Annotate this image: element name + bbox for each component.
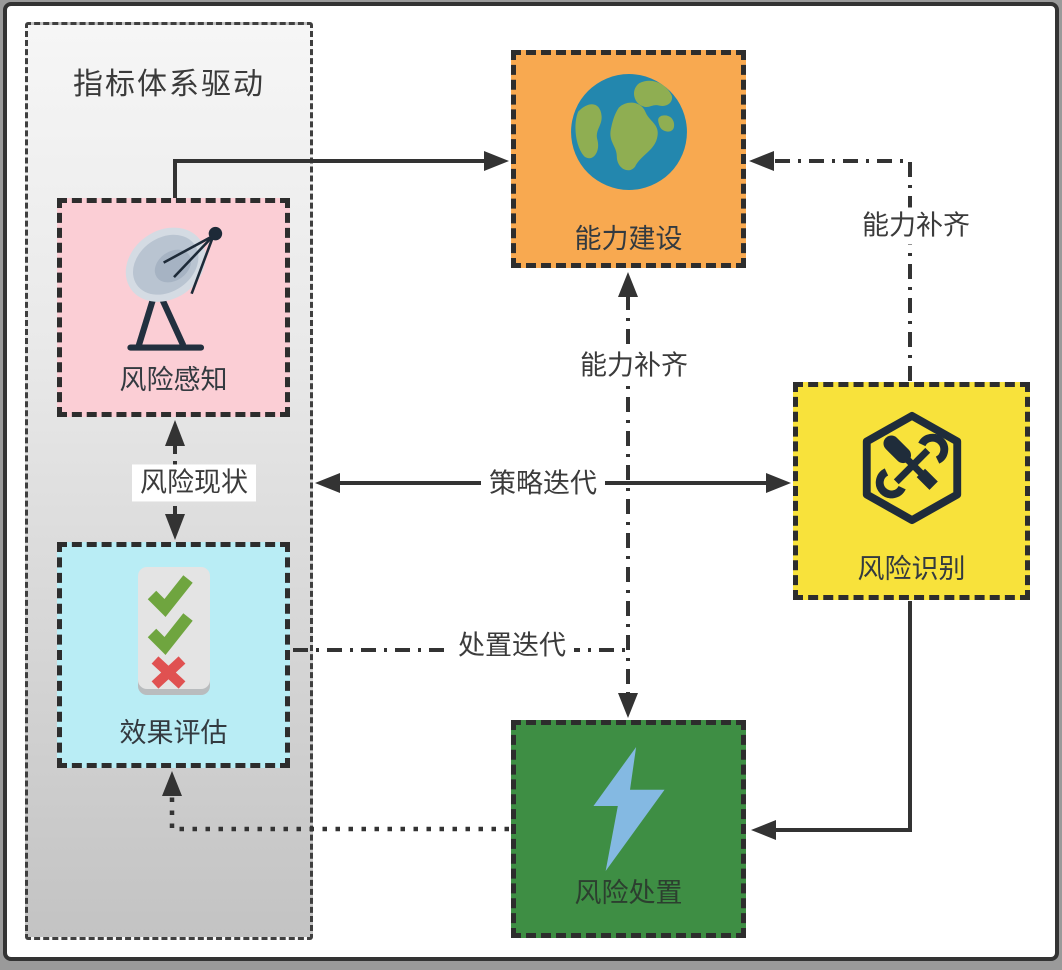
- edge-label-disposal-iteration: 处置迭代: [450, 627, 574, 665]
- tools-icon: [853, 409, 971, 532]
- arrowhead-left-capability-right: [749, 151, 774, 171]
- globe-icon: [568, 71, 690, 198]
- arrowhead-right-identification-left: [766, 473, 791, 493]
- edge-label-capability-fill-center: 能力补齐: [572, 347, 696, 385]
- edge-identification-to-capability: [772, 159, 912, 381]
- node-label: 风险感知: [119, 365, 228, 395]
- checklist-icon: [124, 561, 224, 706]
- node-risk-disposal: 风险处置: [511, 720, 746, 938]
- lightning-icon: [583, 743, 675, 880]
- container-title: 指标体系驱动: [73, 68, 265, 101]
- satellite-dish-icon: [101, 215, 246, 365]
- arrowhead-left-container-right: [315, 473, 340, 493]
- arrowhead-left-disposal-right: [751, 820, 776, 840]
- edge-identification-to-disposal: [774, 601, 912, 832]
- arrowhead-up-capability-bottom: [618, 272, 638, 297]
- node-risk-identification: 风险识别: [793, 382, 1030, 600]
- edge-label-risk-status: 风险现状: [132, 464, 256, 502]
- node-risk-perception: 风险感知: [57, 198, 290, 417]
- arrowhead-right-capability-left: [484, 151, 509, 171]
- node-label: 风险处置: [574, 878, 683, 908]
- edge-label-capability-fill-right: 能力补齐: [854, 207, 978, 245]
- node-label: 能力建设: [574, 224, 683, 254]
- arrowhead-down-disposal-top: [618, 693, 638, 718]
- node-capability-building: 能力建设: [511, 50, 746, 268]
- node-effect-evaluation: 效果评估: [57, 542, 290, 768]
- node-label: 效果评估: [119, 718, 228, 748]
- edge-label-strategy-iteration: 策略迭代: [481, 465, 605, 503]
- node-label: 风险识别: [857, 554, 966, 584]
